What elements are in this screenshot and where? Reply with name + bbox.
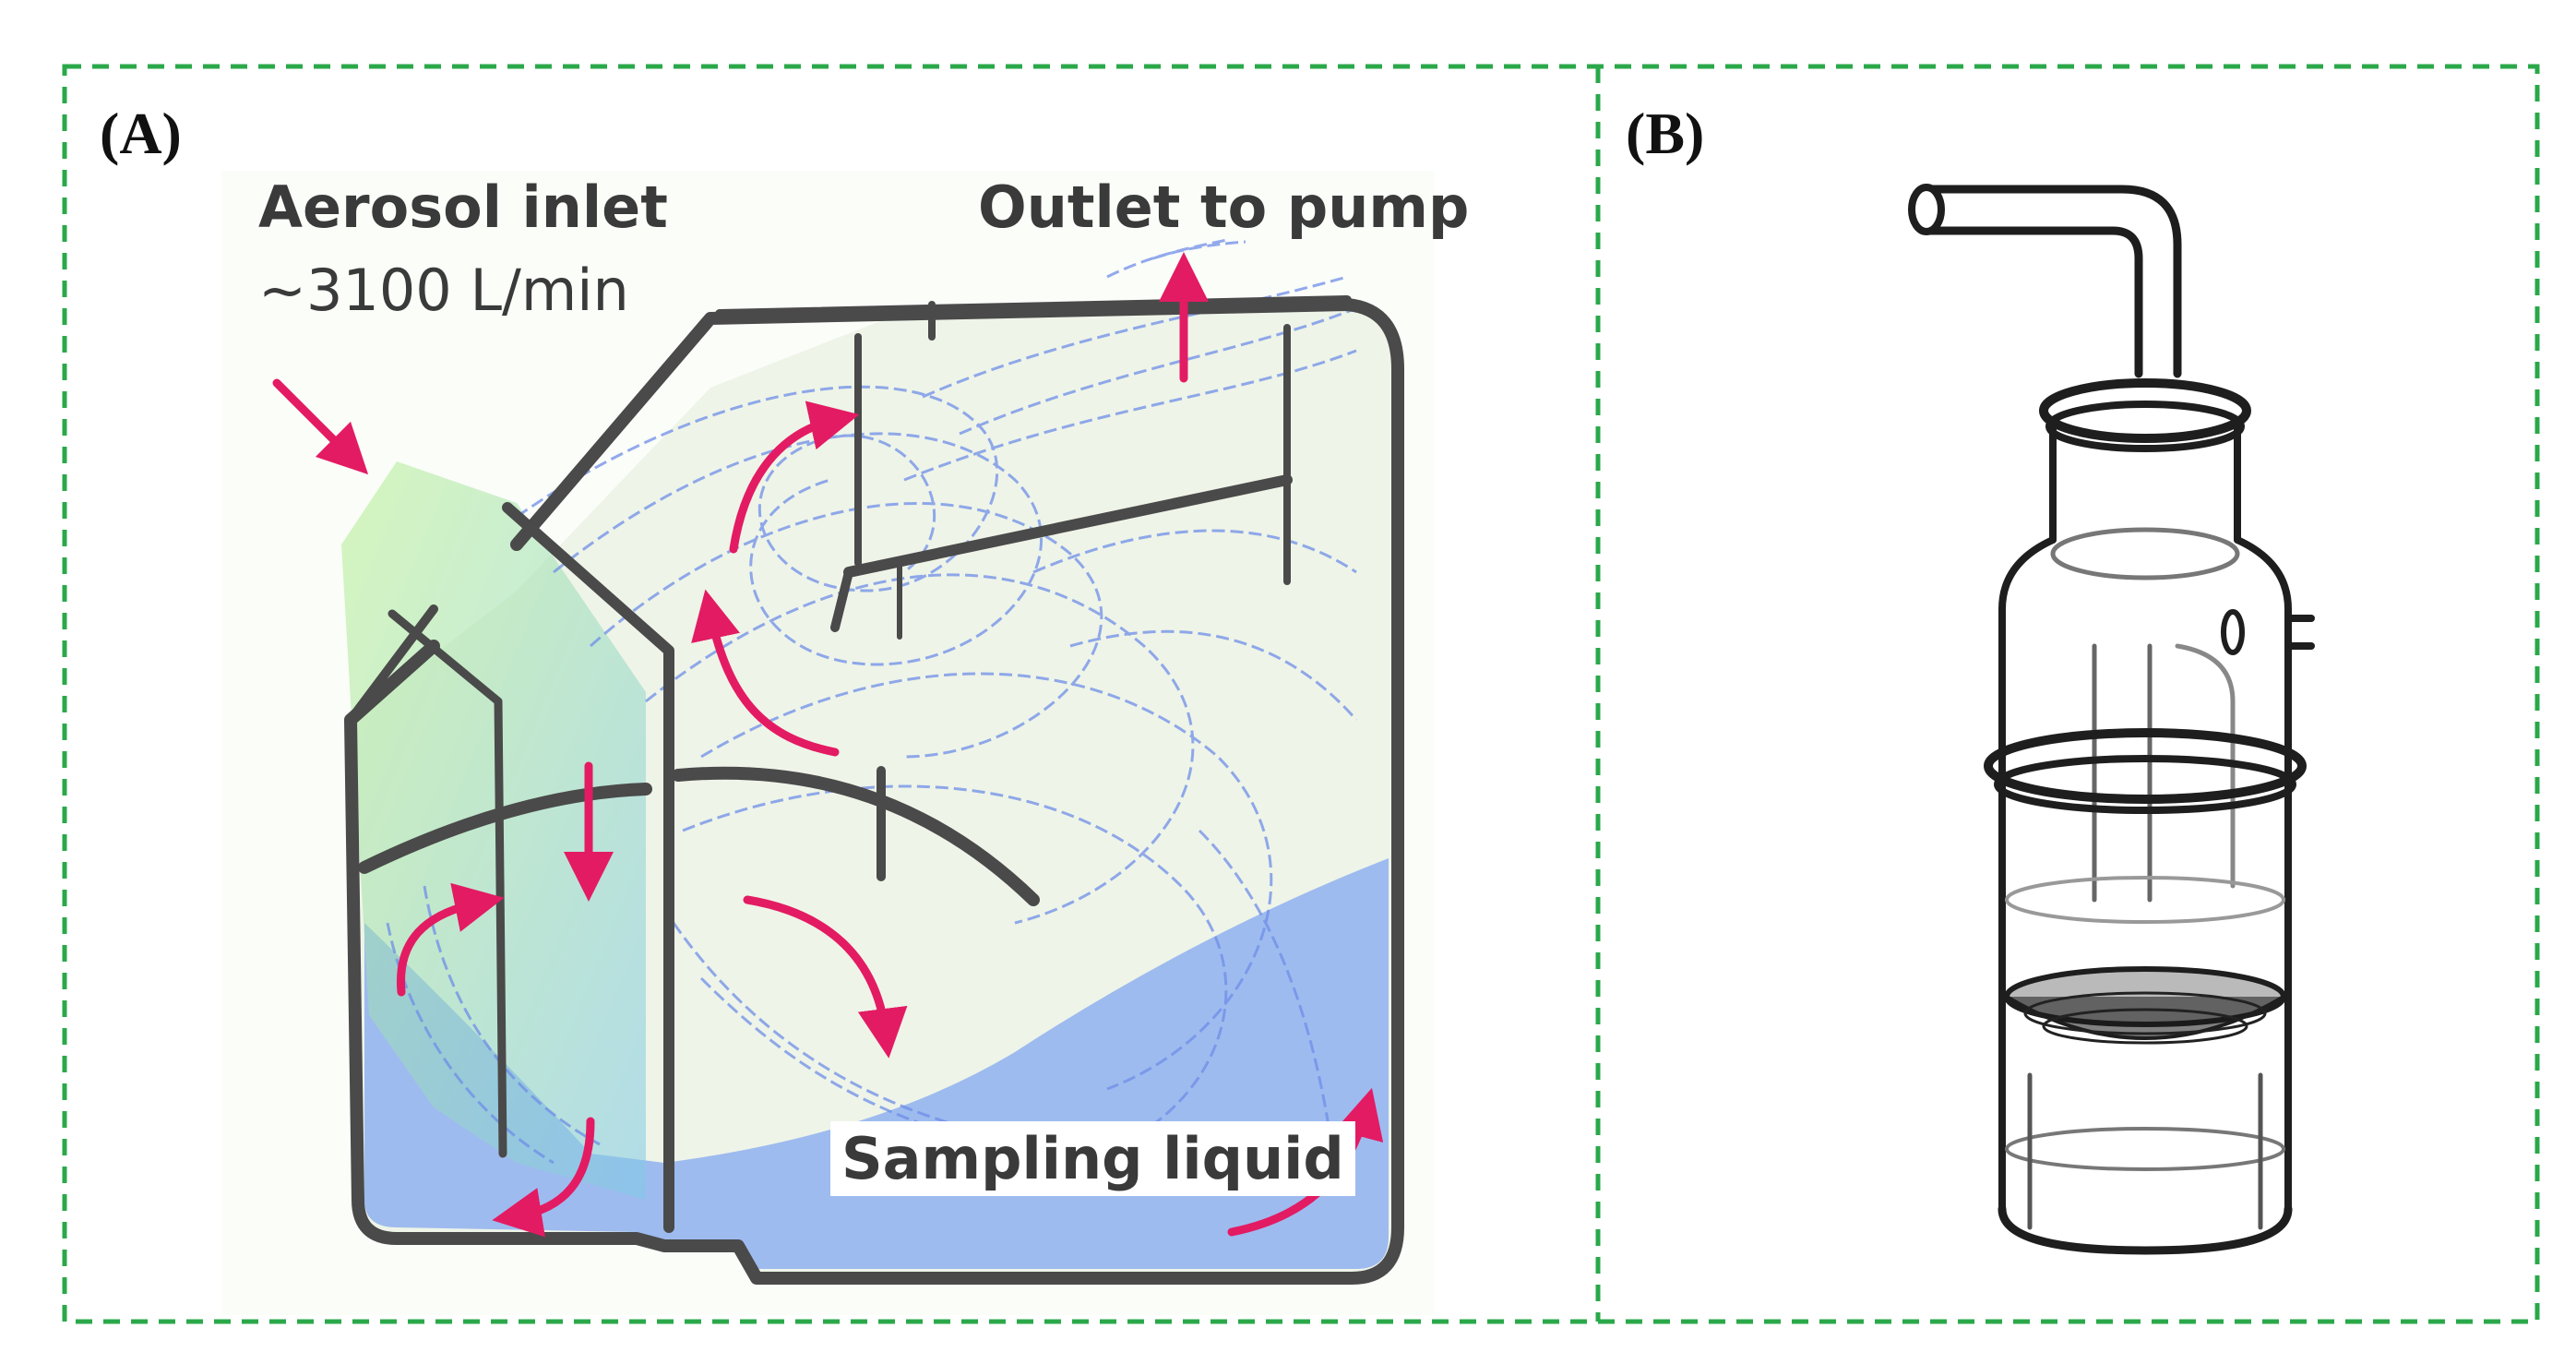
arrow-inlet-in <box>272 378 369 475</box>
lower-collar <box>1984 728 2307 804</box>
arrow-mid-loop <box>743 895 908 1059</box>
top-collar <box>2039 378 2251 443</box>
arrow-vortex-left <box>691 589 840 757</box>
inlet-flow-label: ~3100 L/min <box>258 257 629 324</box>
inlet-tube <box>1919 185 2182 378</box>
arrow-left-loop-up <box>396 882 505 997</box>
arrow-vortex-top <box>729 401 860 554</box>
inlet-title-label: Aerosol inlet <box>258 173 668 241</box>
chamber-walls <box>344 295 1404 1285</box>
panel-b-letter: (B) <box>1626 101 1705 166</box>
panel-b-impinger <box>1908 138 2315 1260</box>
panel-a-diagram <box>221 171 1435 1315</box>
liquid-label: Sampling liquid <box>830 1121 1355 1196</box>
arrow-left-loop-down <box>492 1117 595 1238</box>
panel-a-letter: (A) <box>100 101 182 166</box>
outlet-label: Outlet to pump <box>978 173 1470 241</box>
outer-frame <box>62 64 2540 1324</box>
